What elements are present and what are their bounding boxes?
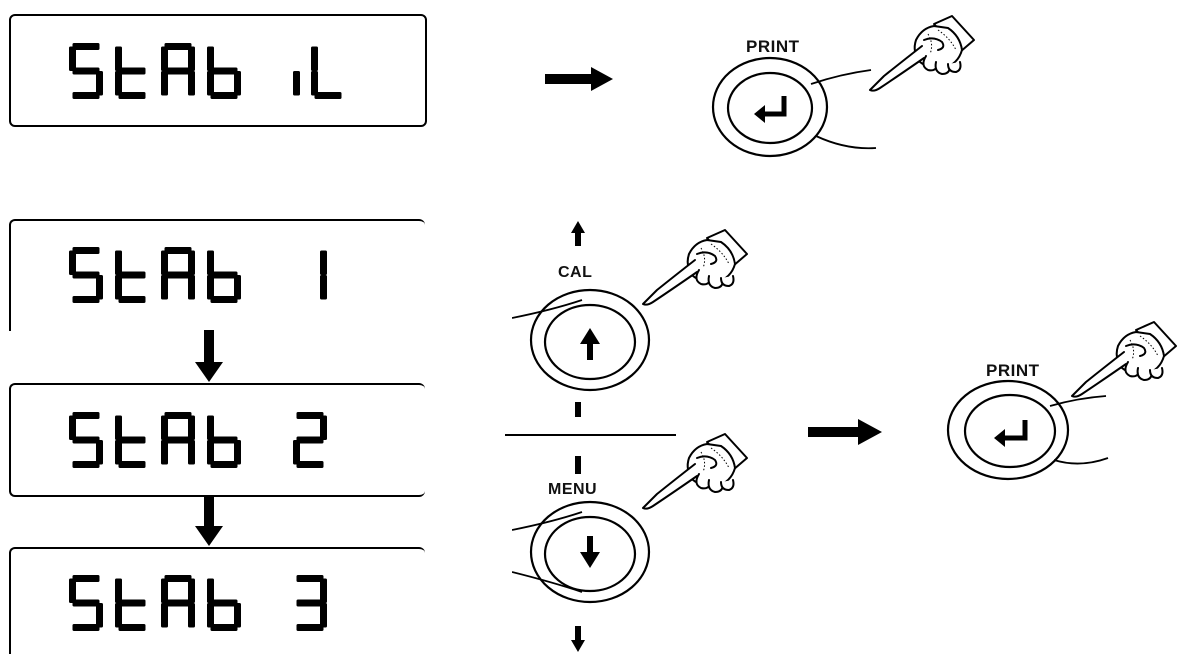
display-stab-3-readout	[69, 575, 327, 631]
lcd-character	[320, 250, 327, 300]
display-stab-2	[9, 383, 425, 497]
enter-arrow-icon	[754, 96, 787, 123]
lcd-character	[293, 412, 327, 468]
lcd-character	[69, 412, 103, 468]
lcd-character	[69, 43, 103, 99]
up-arrow-icon	[571, 221, 585, 246]
print-key-label: PRINT	[746, 37, 800, 56]
display-stab-1	[9, 219, 425, 331]
lcd-character	[296, 575, 327, 631]
lcd-character	[207, 250, 241, 303]
right-arrow-icon	[545, 67, 613, 91]
lcd-character	[115, 415, 146, 468]
menu-key[interactable]	[512, 494, 657, 606]
pointing-hand-icon	[1066, 320, 1181, 400]
lcd-character	[115, 250, 146, 303]
lcd-character	[207, 46, 241, 99]
up-arrow-icon	[580, 328, 600, 360]
lcd-character	[207, 415, 241, 468]
print-key[interactable]	[706, 52, 906, 162]
display-stabil-readout	[69, 43, 342, 99]
down-arrow-icon	[571, 626, 585, 652]
lcd-character	[115, 578, 146, 631]
display-stab-3	[9, 547, 425, 654]
enter-arrow-icon	[994, 420, 1028, 447]
lcd-character	[293, 71, 300, 96]
lcd-character	[207, 578, 241, 631]
lcd-character	[161, 247, 195, 300]
lcd-character	[69, 575, 103, 631]
display-stabil	[9, 14, 427, 127]
down-arrow-icon	[580, 536, 600, 568]
scroll-connector	[575, 402, 581, 474]
print-key-label: PRINT	[986, 361, 1040, 380]
pointing-hand-icon	[637, 228, 755, 308]
lcd-character	[161, 43, 195, 96]
menu-key-label: MENU	[548, 481, 598, 498]
lcd-character	[161, 575, 195, 628]
lcd-character	[161, 412, 195, 465]
lcd-character	[69, 247, 103, 303]
cal-key[interactable]	[512, 282, 657, 394]
separator-line	[505, 434, 676, 436]
down-arrow-icon	[195, 496, 223, 546]
down-arrow-icon	[195, 330, 223, 382]
display-stab-1-readout	[69, 247, 327, 303]
display-stab-2-readout	[69, 412, 327, 468]
lcd-character	[115, 46, 146, 99]
pointing-hand-icon	[864, 14, 982, 94]
pointing-hand-icon	[637, 432, 755, 512]
lcd-character	[311, 46, 342, 99]
cal-key-label: CAL	[558, 264, 593, 281]
right-arrow-icon	[808, 419, 882, 445]
print-key[interactable]	[938, 376, 1118, 484]
